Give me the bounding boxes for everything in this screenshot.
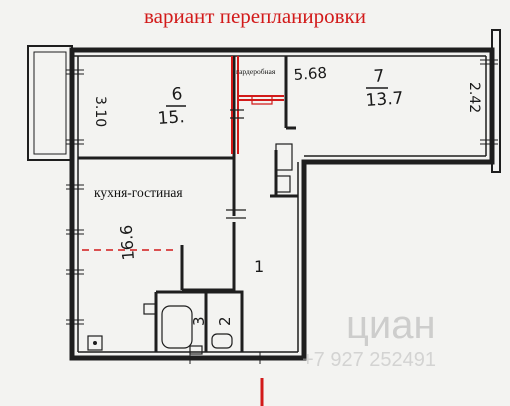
left-balcony-dimension: 3.10 [92, 96, 108, 127]
wardrobe-partition [231, 56, 284, 154]
right-balcony [491, 29, 501, 173]
kitchen-living-label: кухня-гостиная [94, 185, 183, 200]
room-7-area: 13.7 [365, 88, 404, 111]
watermark-phone: +7 927 252491 [302, 349, 436, 371]
room-2-number: 2 [216, 316, 234, 326]
room-6-number: 6 [171, 84, 183, 105]
page-title: вариант перепланировки [144, 4, 366, 28]
wardrobe-area: 5.68 [293, 64, 328, 84]
left-balcony [27, 45, 73, 161]
kitchen-living-area: 16.6 [117, 224, 138, 261]
fixtures [87, 109, 293, 355]
room-6-area: 15. [157, 107, 185, 129]
room-7-number: 7 [373, 66, 385, 87]
room-1-number: 1 [254, 257, 264, 276]
watermark-brand: циан [346, 303, 436, 347]
wardrobe-label: гардеробная [236, 67, 276, 76]
right-balcony-dimension: 2.42 [466, 82, 482, 113]
room-3-number: 3 [190, 316, 208, 326]
